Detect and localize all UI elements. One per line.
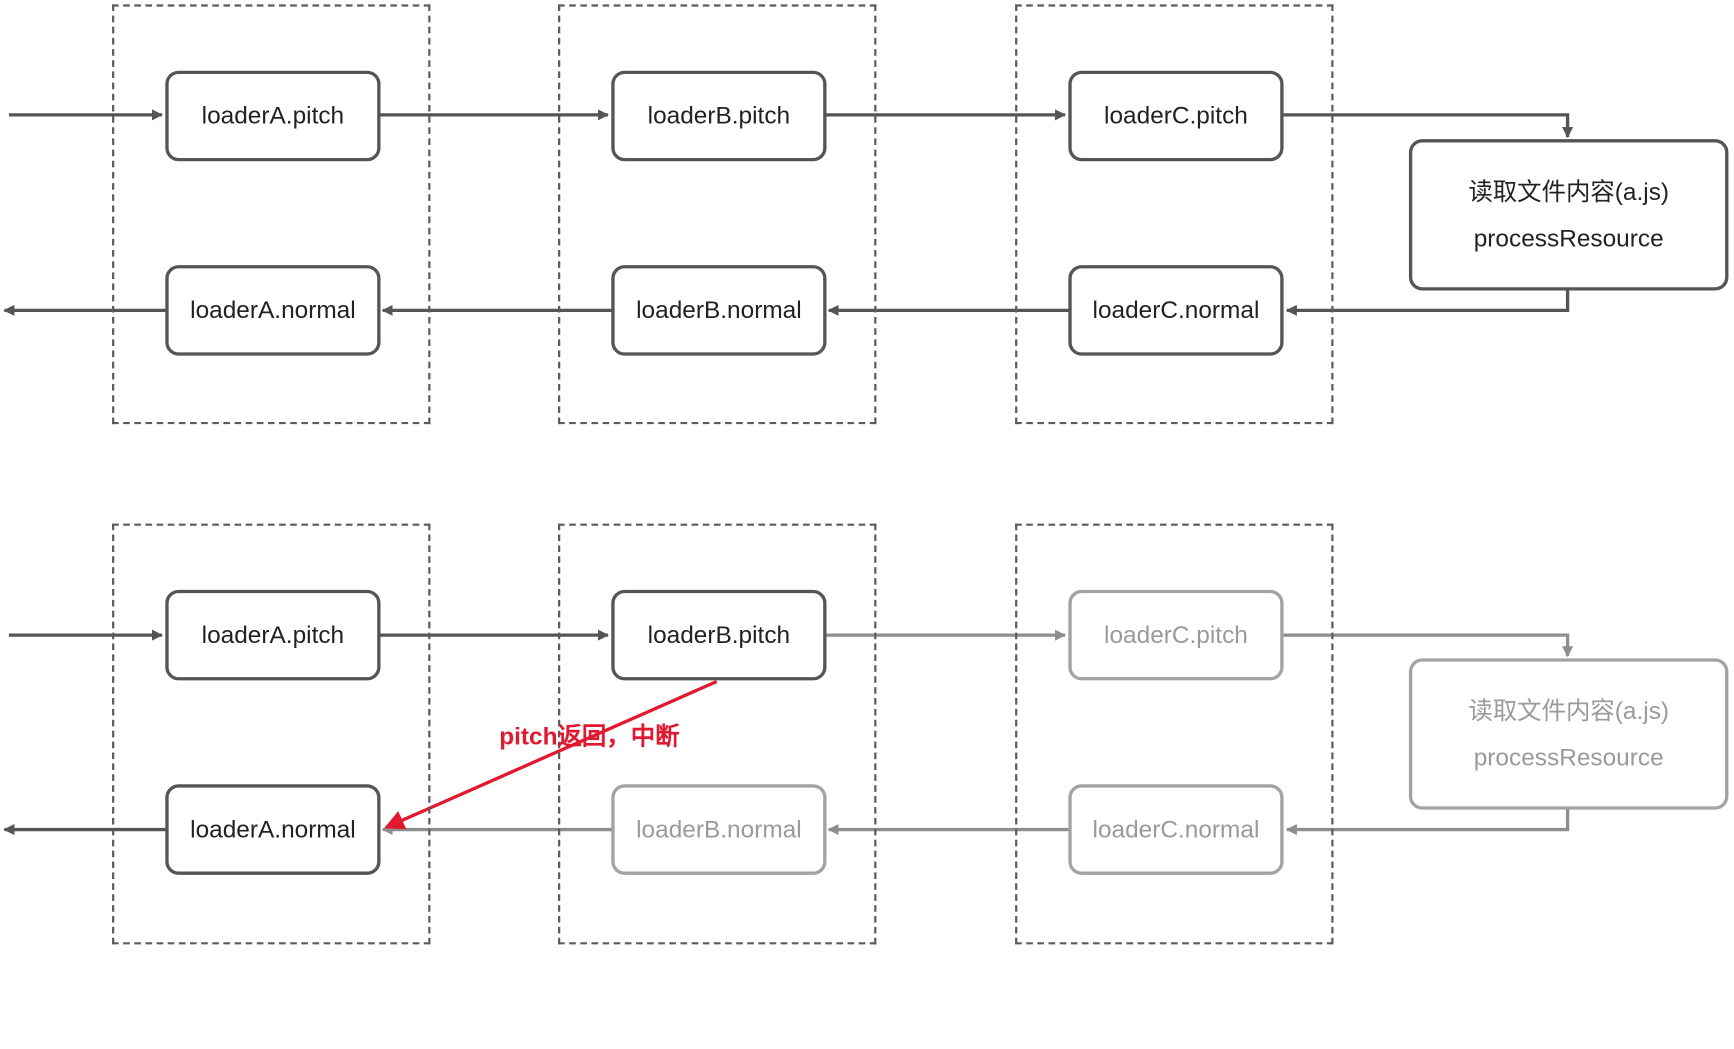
loader-b-normal-node[interactable]: loaderB.normal bbox=[611, 784, 827, 875]
loader-c-pitch-node[interactable]: loaderC.pitch bbox=[1068, 70, 1284, 162]
process-resource-node[interactable]: 读取文件内容(a.js) processResource bbox=[1408, 139, 1729, 291]
loader-b-group bbox=[558, 523, 877, 945]
pitch-c-to-resource-arrow bbox=[1283, 113, 1574, 139]
loader-c-group bbox=[1015, 4, 1334, 425]
loader-a-normal-node[interactable]: loaderA.normal bbox=[165, 784, 381, 875]
loader-a-pitch-node[interactable]: loaderA.pitch bbox=[165, 589, 381, 681]
process-resource-node[interactable]: 读取文件内容(a.js) processResource bbox=[1408, 658, 1729, 810]
resource-to-normal-c-arrow bbox=[1285, 808, 1570, 836]
pitch-c-to-resource-arrow bbox=[1283, 633, 1574, 658]
interrupt-annotation: pitch返回，中断 bbox=[499, 722, 680, 751]
loader-b-pitch-node[interactable]: loaderB.pitch bbox=[611, 70, 827, 162]
resource-to-normal-c-arrow bbox=[1285, 289, 1570, 316]
loader-b-group bbox=[558, 4, 877, 425]
loader-c-group bbox=[1015, 523, 1334, 945]
loader-a-normal-node[interactable]: loaderA.normal bbox=[165, 265, 381, 356]
loader-a-group bbox=[112, 523, 431, 945]
resource-subtitle: processResource bbox=[1473, 742, 1664, 771]
connectors-layer bbox=[3, 109, 1574, 836]
loader-c-pitch-node[interactable]: loaderC.pitch bbox=[1068, 589, 1284, 681]
pitch-return-interrupt-arrow bbox=[384, 680, 718, 830]
loader-a-pitch-node[interactable]: loaderA.pitch bbox=[165, 70, 381, 162]
diagram1-connectors bbox=[3, 109, 1574, 316]
diagram2-connectors bbox=[3, 629, 1574, 836]
loader-b-normal-node[interactable]: loaderB.normal bbox=[611, 265, 827, 356]
loader-b-pitch-node[interactable]: loaderB.pitch bbox=[611, 589, 827, 681]
resource-title: 读取文件内容(a.js) bbox=[1468, 696, 1670, 725]
loader-c-normal-node[interactable]: loaderC.normal bbox=[1068, 265, 1284, 356]
loader-c-normal-node[interactable]: loaderC.normal bbox=[1068, 784, 1284, 875]
resource-subtitle: processResource bbox=[1473, 223, 1664, 252]
loader-a-group bbox=[112, 4, 431, 425]
resource-title: 读取文件内容(a.js) bbox=[1468, 177, 1670, 206]
